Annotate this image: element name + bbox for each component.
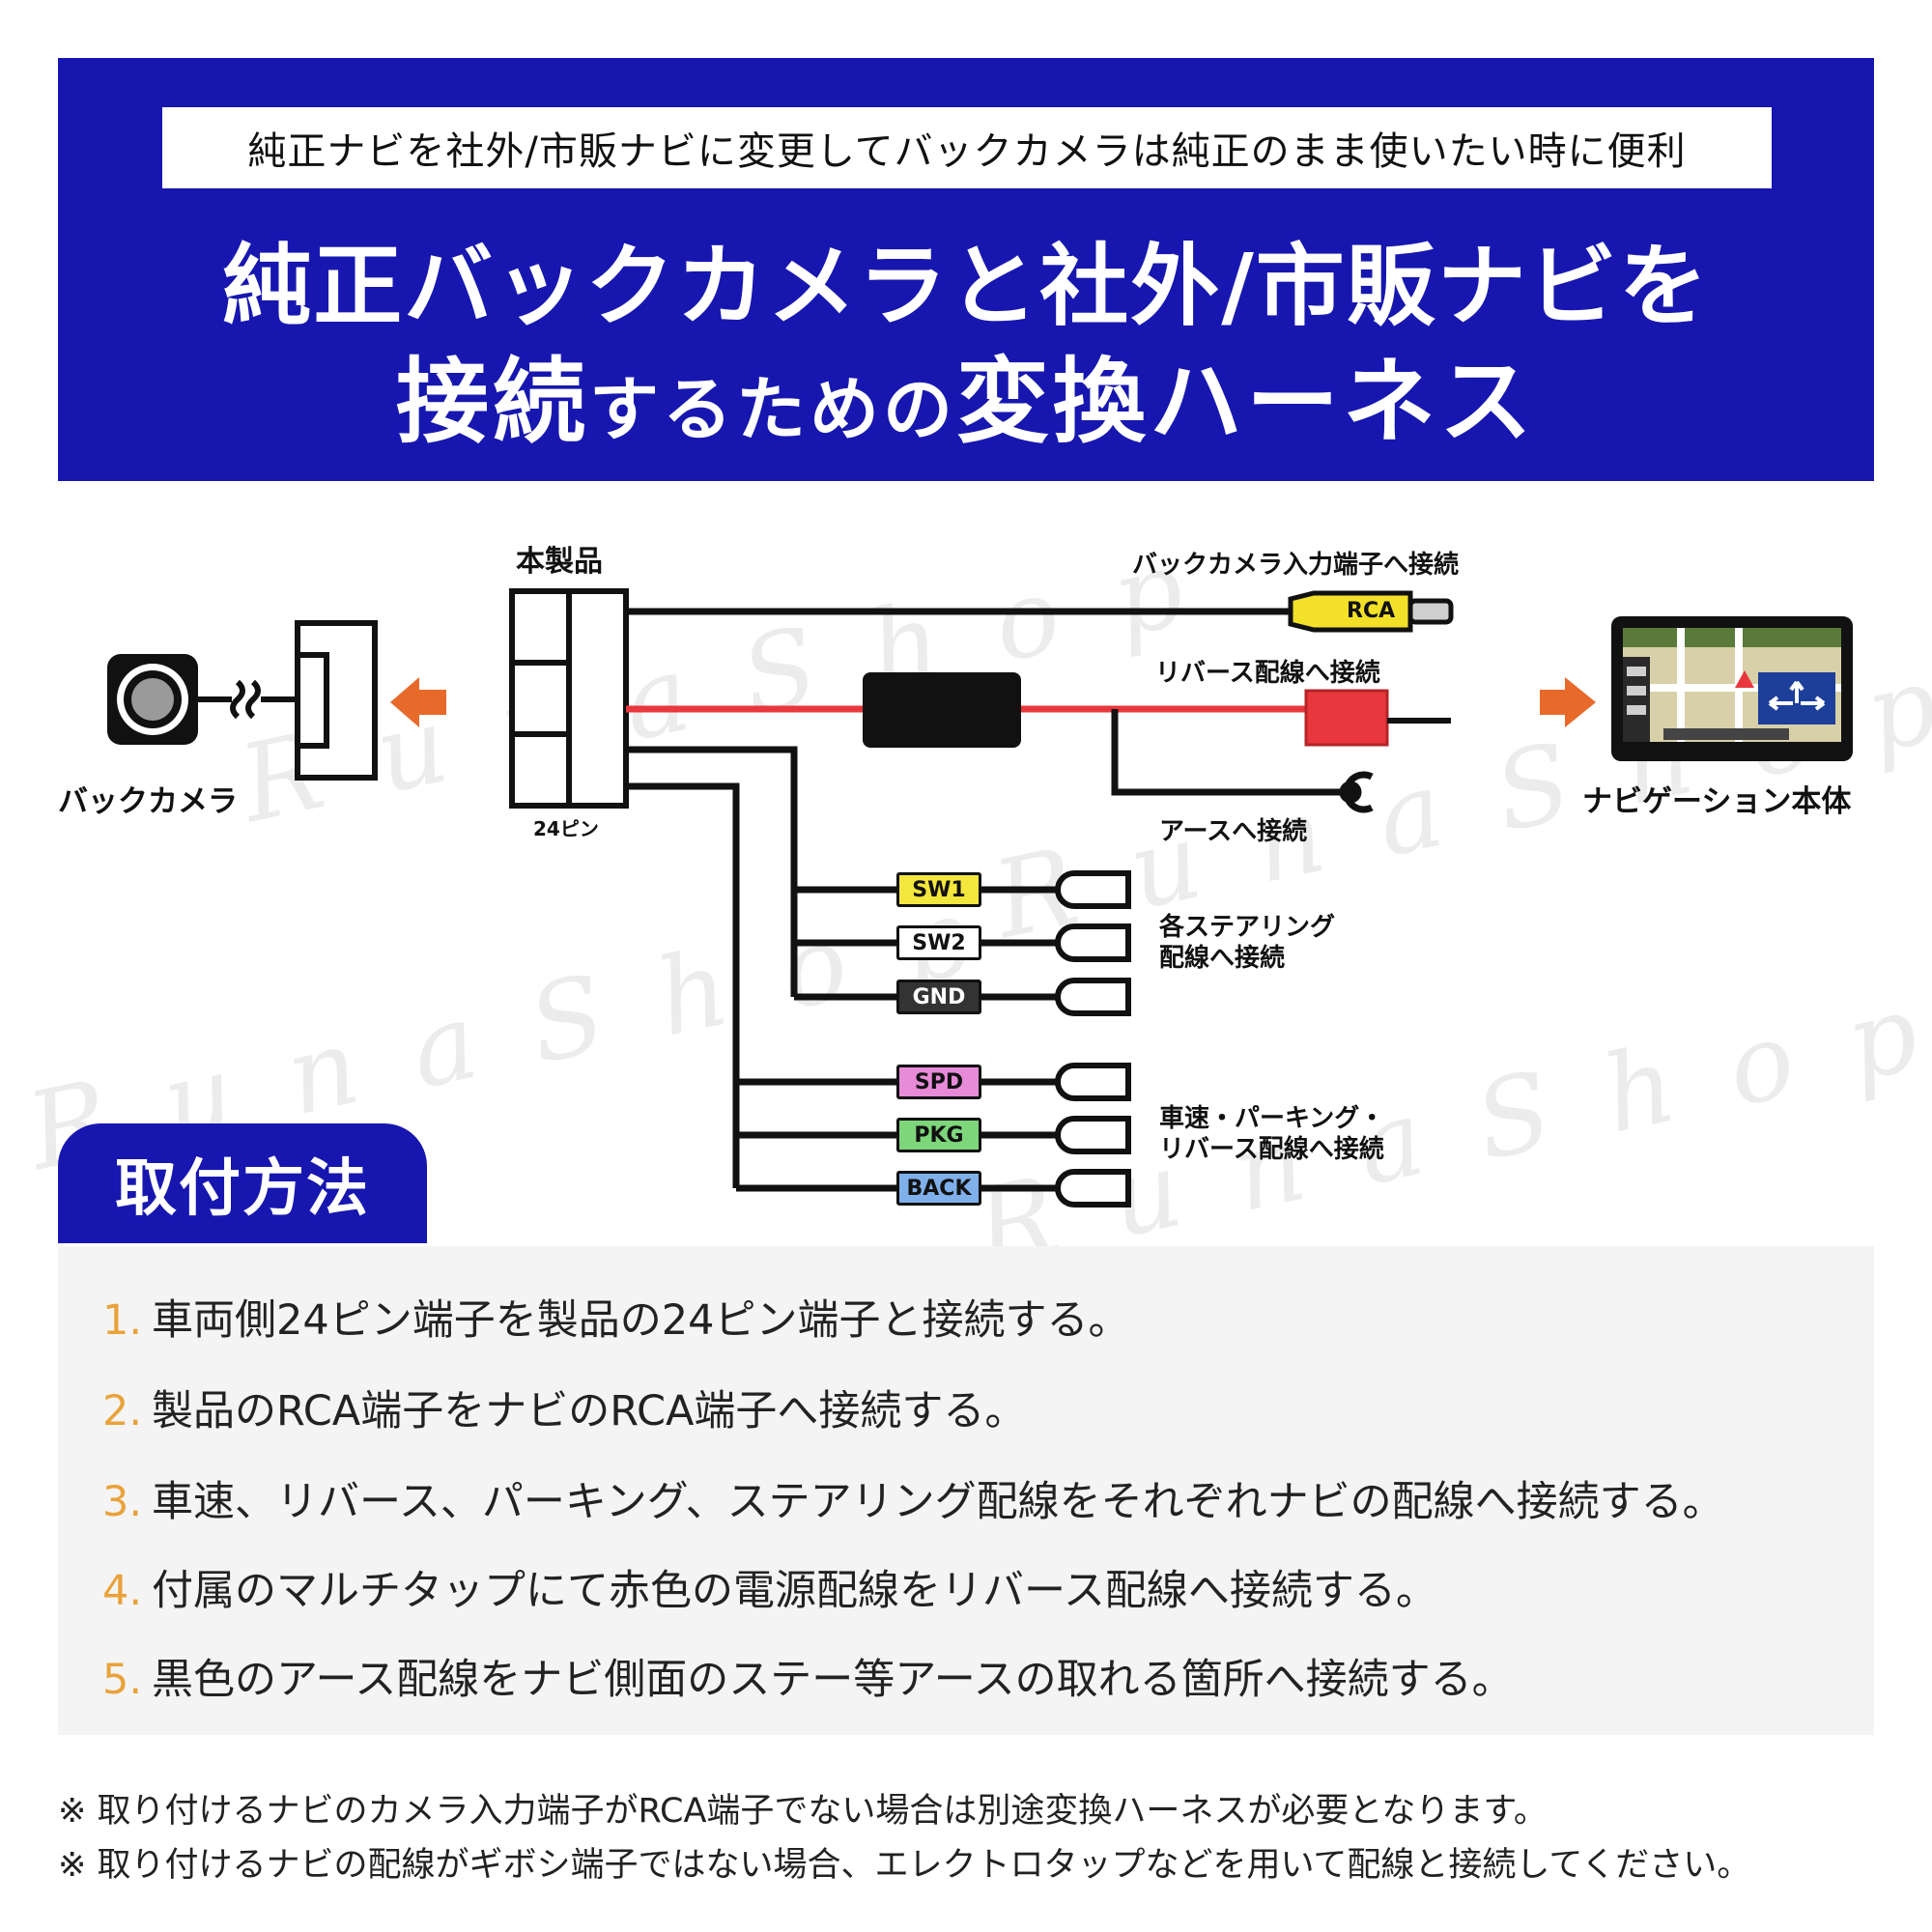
- install-steps: 1.車両側24ピン端子を製品の24ピン端子と接続する。 2.製品のRCA端子をナ…: [58, 1246, 1874, 1735]
- install-step: 4.付属のマルチタップにて赤色の電源配線をリバース配線へ接続する。: [102, 1567, 1437, 1615]
- back-camera-icon: [107, 654, 198, 745]
- earth-note: アースへ接続: [1159, 817, 1308, 846]
- wire-tag-sw1: SW1: [896, 872, 981, 907]
- rca-tag: RCA: [1347, 599, 1396, 623]
- navigation-unit-icon: [1611, 616, 1853, 761]
- title-part-b: するための: [588, 369, 956, 450]
- product-connector: [509, 588, 629, 809]
- rca-plug: [1288, 590, 1454, 633]
- reverse-note: リバース配線へ接続: [1155, 659, 1380, 688]
- camera-cable: [198, 679, 298, 720]
- arrow-icon: [390, 677, 446, 727]
- earth-wire: [1111, 709, 1333, 796]
- install-step: 1.車両側24ピン端子を製品の24ピン端子と接続する。: [102, 1296, 1130, 1345]
- filter-box: [863, 672, 1021, 748]
- wire-tag-sw2: SW2: [896, 925, 981, 960]
- speed-note-line2: リバース配線へ接続: [1159, 1135, 1384, 1164]
- footnote: ※ 取り付けるナビの配線がギボシ端子ではない場合、エレクトロタップなどを用いて配…: [58, 1846, 1751, 1885]
- wire-tag-back: BACK: [896, 1171, 981, 1206]
- wire-tag-spd: SPD: [896, 1065, 981, 1099]
- footnote: ※ 取り付けるナビのカメラ入力端子がRCA端子でない場合は別途変換ハーネスが必要…: [58, 1792, 1548, 1831]
- rca-note: バックカメラ入力端子へ接続: [1132, 551, 1460, 580]
- back-camera-label: バックカメラ: [58, 784, 238, 819]
- speed-note: 車速・パーキング・リバース配線へ接続: [1159, 1103, 1384, 1165]
- steering-note: 各ステアリング配線へ接続: [1159, 912, 1335, 974]
- install-step: 5.黒色のアース配線をナビ側面のステー等アースの取れる箇所へ接続する。: [102, 1656, 1514, 1704]
- header-title-line2: 接続するための変換ハーネス: [58, 327, 1874, 461]
- speed-note-line1: 車速・パーキング・: [1159, 1104, 1385, 1133]
- earth-terminal-icon: [1333, 771, 1374, 813]
- steering-note-line1: 各ステアリング: [1159, 913, 1336, 942]
- arrow-icon: [1540, 677, 1596, 727]
- wiring-diagram: [107, 588, 1853, 1208]
- product-label: 本製品: [516, 545, 603, 579]
- speed-wires: [626, 782, 1074, 1192]
- steering-note-line2: 配線へ接続: [1159, 944, 1286, 973]
- title-part-c: 変換ハーネス: [956, 348, 1536, 456]
- camera-connector: [295, 620, 378, 781]
- install-step: 3.車速、リバース、パーキング、ステアリング配線をそれぞれナビの配線へ接続する。: [102, 1478, 1724, 1526]
- title-part-a: 接続: [395, 348, 589, 456]
- header-subtitle: 純正ナビを社外/市販ナビに変更してバックカメラは純正のまま使いたい時に便利: [162, 107, 1772, 188]
- bullet-terminals: [1055, 870, 1131, 1208]
- multi-tap-connector: [1304, 689, 1389, 747]
- wire-tag-gnd: GND: [896, 980, 981, 1014]
- header-title-line1: 純正バックカメラと社外/市販ナビを: [222, 235, 1710, 338]
- install-heading: 取付方法: [58, 1123, 427, 1243]
- pin-label: 24ピン: [533, 817, 599, 840]
- wire-tag-pkg: PKG: [896, 1118, 981, 1152]
- navigation-label: ナビゲーション本体: [1582, 784, 1852, 819]
- install-step: 2.製品のRCA端子をナビのRCA端子へ接続する。: [102, 1387, 1027, 1435]
